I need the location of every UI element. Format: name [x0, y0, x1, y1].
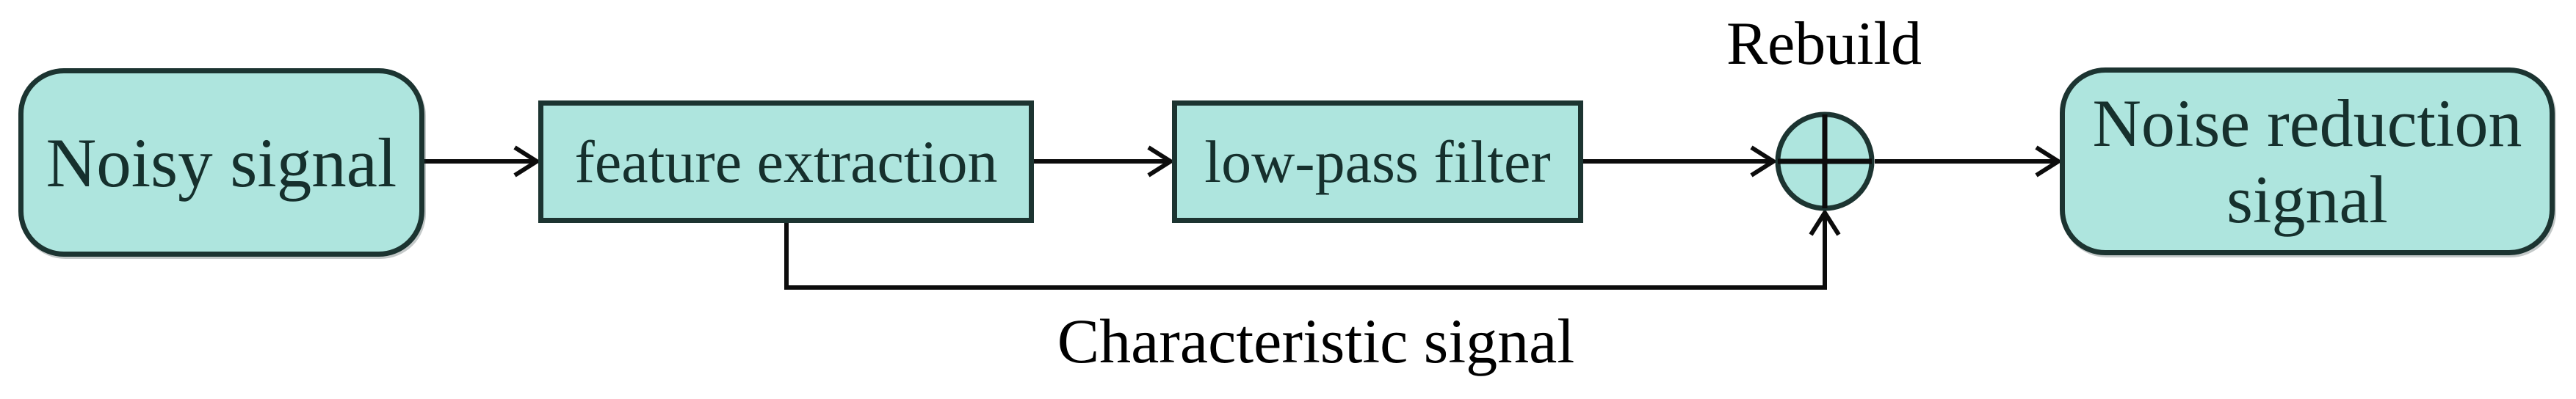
rebuild-label: Rebuild — [1726, 10, 1922, 78]
node-low-pass-filter: low-pass filter — [1172, 100, 1583, 223]
node-noise-reduction-label-line2: signal — [2226, 162, 2388, 237]
node-noisy-signal: Noisy signal — [18, 68, 424, 257]
summation-circle — [1775, 111, 1875, 211]
plus-icon — [1778, 114, 1872, 208]
node-noise-reduction-label-line1: Noise reduction — [2092, 86, 2522, 161]
node-feature-extraction-label: feature extraction — [574, 128, 998, 195]
node-noisy-signal-label: Noisy signal — [46, 123, 397, 202]
characteristic-signal-label: Characteristic signal — [1057, 306, 1575, 376]
summation-node — [1775, 111, 1875, 211]
node-low-pass-filter-label: low-pass filter — [1204, 128, 1551, 195]
feedback-line-characteristic-signal — [784, 208, 1841, 290]
node-feature-extraction: feature extraction — [538, 100, 1034, 223]
node-noise-reduction-signal: Noise reduction signal — [2060, 67, 2555, 255]
